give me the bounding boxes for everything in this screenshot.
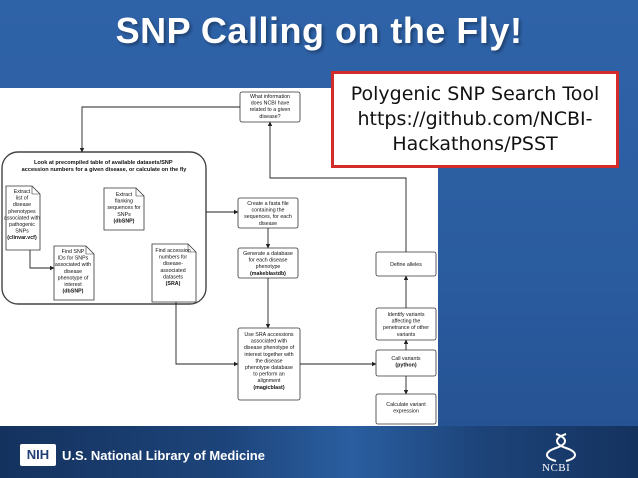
- tool-callout: Polygenic SNP Search Tool https://github…: [331, 71, 619, 168]
- nih-logo-icon: NIH: [20, 444, 56, 466]
- callout-url-line1[interactable]: https://github.com/NCBI-: [357, 108, 593, 130]
- flowchart: Look at precompiled table of available d…: [1, 91, 437, 425]
- precompiled-heading: Look at precompiled table of available d…: [22, 160, 188, 173]
- ncbi-label: NCBI: [542, 462, 571, 474]
- flow-arrows: [29, 106, 409, 395]
- slide-title: SNP Calling on the Fly!: [115, 10, 523, 51]
- ncbi-helix-icon: [538, 432, 586, 476]
- svg-text:Define alleles: Define alleles: [390, 262, 422, 268]
- box-call-variants: Call variants(python): [375, 349, 437, 377]
- svg-text:Call variants(python): Call variants(python): [391, 356, 420, 369]
- box-define-alleles: Define alleles: [375, 251, 437, 277]
- footer-bar: [0, 426, 638, 478]
- callout-url-line2[interactable]: Hackathons/PSST: [392, 133, 558, 155]
- nlm-label: U.S. National Library of Medicine: [62, 448, 265, 463]
- callout-title: Polygenic SNP Search Tool: [350, 83, 600, 105]
